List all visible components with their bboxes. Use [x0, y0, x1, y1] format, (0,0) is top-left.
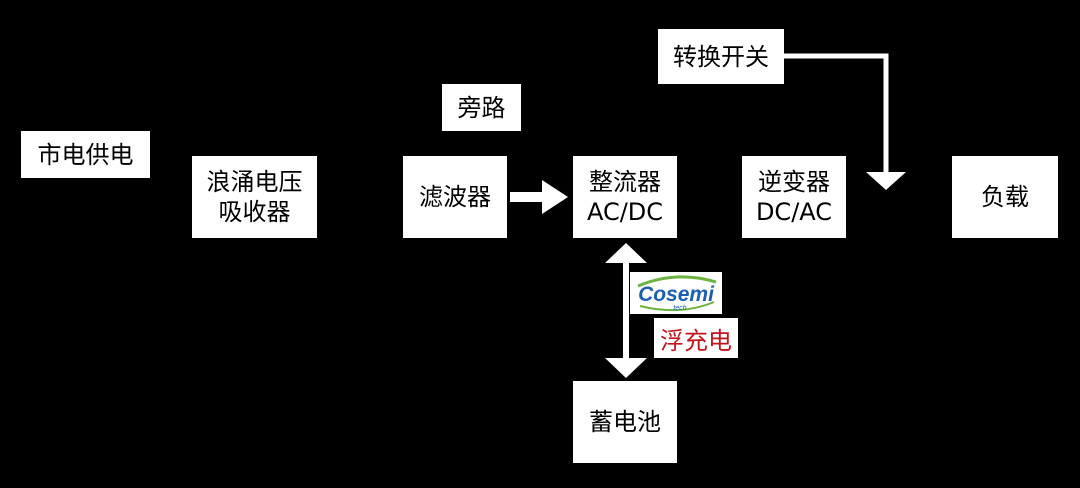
load-box: 负载	[952, 156, 1058, 238]
rectifier-battery-arrow-head-down	[605, 358, 647, 378]
rectifier-box: 整流器 AC/DC	[573, 156, 677, 238]
switch-to-load-arrow-head	[866, 172, 906, 190]
inverter-label-line2: DC/AC	[755, 198, 833, 226]
transfer-switch-label: 转换开关	[673, 42, 769, 71]
filter-box: 滤波器	[403, 156, 507, 238]
rectifier-label-line1: 整流器	[589, 168, 661, 196]
surge-absorber-label-line1: 浪涌电压	[206, 168, 303, 196]
battery-box: 蓄电池	[573, 381, 677, 463]
bypass-label: 旁路	[457, 93, 506, 122]
inverter-label-line1: 逆变器	[758, 168, 830, 196]
float-charge-label: 浮充电	[654, 318, 738, 358]
cosemi-logo-mark: Cosemi tech	[637, 275, 717, 312]
surge-absorber-box: 浪涌电压 吸收器	[192, 156, 317, 238]
mains-power-box: 市电供电	[21, 131, 150, 178]
filter-to-rectifier-arrow-head	[542, 180, 568, 214]
logo-wordmark: Cosemi	[638, 283, 715, 306]
mains-power-label: 市电供电	[37, 140, 134, 169]
logo-subtext: tech	[673, 305, 686, 312]
battery-label: 蓄电池	[589, 408, 661, 436]
cosemi-logo: Cosemi tech	[630, 272, 722, 314]
bypass-box: 旁路	[442, 84, 521, 131]
rectifier-battery-arrow-head-up	[605, 243, 647, 263]
inverter-box: 逆变器 DC/AC	[742, 156, 846, 238]
load-label: 负载	[981, 183, 1029, 211]
filter-label: 滤波器	[419, 183, 491, 211]
switch-to-load-arrow-line	[784, 53, 889, 178]
surge-absorber-label-line2: 吸收器	[218, 198, 291, 226]
transfer-switch-box: 转换开关	[658, 29, 784, 84]
rectifier-label-line2: AC/DC	[586, 198, 664, 226]
